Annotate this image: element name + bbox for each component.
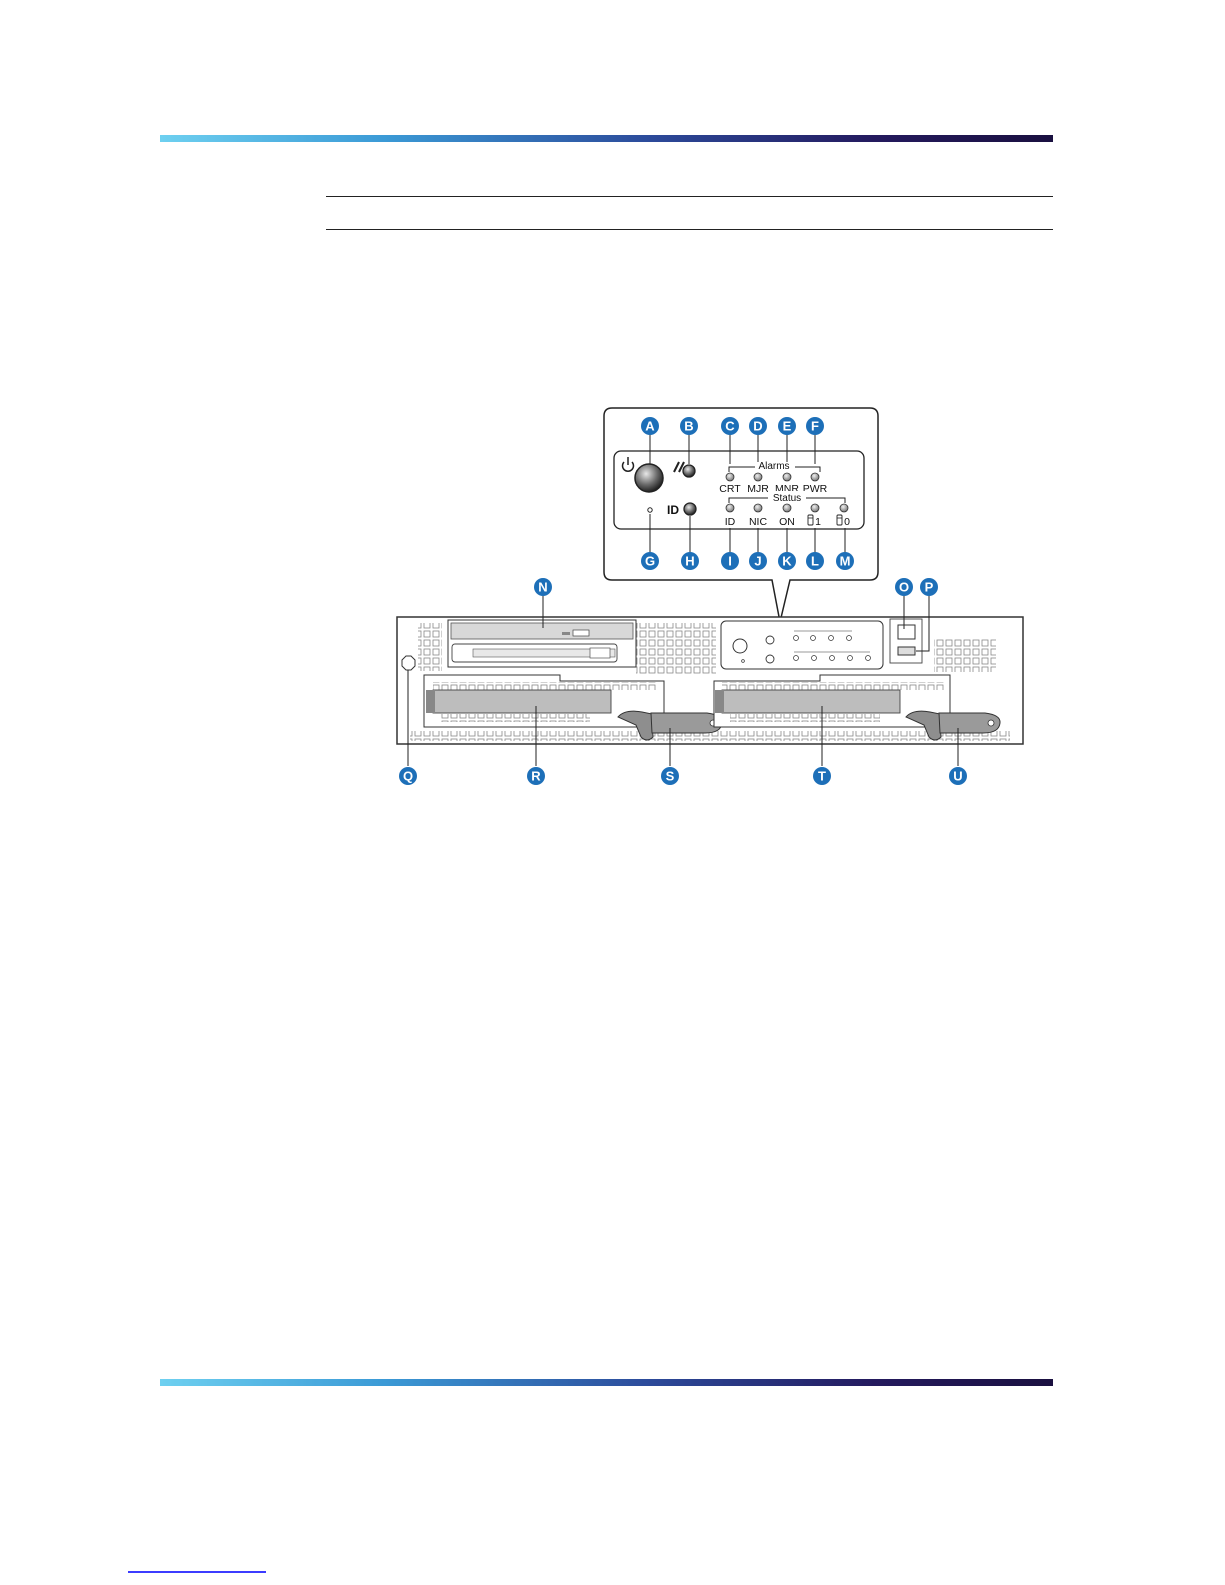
port-module bbox=[890, 619, 922, 663]
callout-letter: I bbox=[728, 554, 732, 569]
led-disk-1 bbox=[811, 504, 819, 512]
callout-letter: A bbox=[645, 419, 655, 434]
callout-k: K bbox=[778, 552, 796, 570]
led-label-disk-1: 1 bbox=[815, 516, 821, 528]
led-label-id: ID bbox=[725, 516, 736, 528]
footer-gradient-bar bbox=[160, 1379, 1053, 1386]
id-button-label: ID bbox=[667, 503, 679, 517]
callout-letter: K bbox=[782, 554, 792, 569]
led-nic bbox=[754, 504, 762, 512]
callout-r: R bbox=[527, 767, 545, 785]
callout-letter: H bbox=[685, 554, 694, 569]
callout-letter: U bbox=[953, 769, 962, 784]
callout-f: F bbox=[806, 417, 824, 435]
callout-letter: N bbox=[538, 580, 547, 595]
callout-letter: D bbox=[753, 419, 762, 434]
callout-letter: O bbox=[899, 580, 909, 595]
reset-button[interactable] bbox=[683, 465, 695, 477]
callout-letter: B bbox=[684, 419, 693, 434]
callout-c: C bbox=[721, 417, 739, 435]
zoomed-control-panel: ID Alarms CRT MJR MNR PWR Status ID NIC … bbox=[604, 408, 878, 622]
footer-link-underline[interactable] bbox=[128, 1571, 266, 1573]
led-label-crt: CRT bbox=[719, 483, 741, 495]
callout-letter: R bbox=[531, 769, 541, 784]
power-button[interactable] bbox=[635, 464, 663, 492]
callout-b: B bbox=[680, 417, 698, 435]
led-label-nic: NIC bbox=[749, 516, 768, 528]
callout-letter: M bbox=[840, 554, 851, 569]
callout-l: L bbox=[806, 552, 824, 570]
callout-e: E bbox=[778, 417, 796, 435]
callout-j: J bbox=[749, 552, 767, 570]
led-label-disk-0: 0 bbox=[844, 516, 850, 528]
callout-letter: F bbox=[811, 419, 819, 434]
led-disk-0 bbox=[840, 504, 848, 512]
led-mjr bbox=[754, 473, 762, 481]
chassis-control-panel bbox=[721, 621, 883, 669]
callout-letter: E bbox=[783, 419, 792, 434]
led-label-mjr: MJR bbox=[747, 483, 769, 495]
callout-a: A bbox=[641, 417, 659, 435]
led-pwr bbox=[811, 473, 819, 481]
callout-h: H bbox=[681, 552, 699, 570]
callout-p: P bbox=[920, 578, 938, 596]
server-chassis bbox=[397, 595, 1023, 766]
callout-i: I bbox=[721, 552, 739, 570]
callout-letter: P bbox=[925, 580, 934, 595]
callout-s: S bbox=[661, 767, 679, 785]
led-on bbox=[783, 504, 791, 512]
callout-d: D bbox=[749, 417, 767, 435]
callout-letter: L bbox=[811, 554, 819, 569]
callout-q: Q bbox=[399, 767, 417, 785]
led-label-pwr: PWR bbox=[803, 483, 828, 495]
led-label-on: ON bbox=[779, 516, 795, 528]
callout-n: N bbox=[534, 578, 552, 596]
ground-stud bbox=[402, 656, 415, 670]
led-id bbox=[726, 504, 734, 512]
id-button[interactable] bbox=[684, 503, 696, 515]
serial-port[interactable] bbox=[898, 625, 915, 639]
callout-g: G bbox=[641, 552, 659, 570]
callout-letter: S bbox=[666, 769, 675, 784]
callout-letter: Q bbox=[403, 769, 413, 784]
callout-letter: C bbox=[725, 419, 735, 434]
alarms-title: Alarms bbox=[758, 461, 789, 472]
led-mnr bbox=[783, 473, 791, 481]
optical-drive[interactable] bbox=[448, 620, 636, 667]
callout-o: O bbox=[895, 578, 913, 596]
callout-u: U bbox=[949, 767, 967, 785]
status-title: Status bbox=[773, 493, 801, 504]
callout-t: T bbox=[813, 767, 831, 785]
usb-port[interactable] bbox=[898, 647, 915, 655]
callout-m: M bbox=[836, 552, 854, 570]
callout-letter: G bbox=[645, 554, 655, 569]
callout-letter: J bbox=[754, 554, 761, 569]
led-crt bbox=[726, 473, 734, 481]
callout-letter: T bbox=[818, 769, 826, 784]
